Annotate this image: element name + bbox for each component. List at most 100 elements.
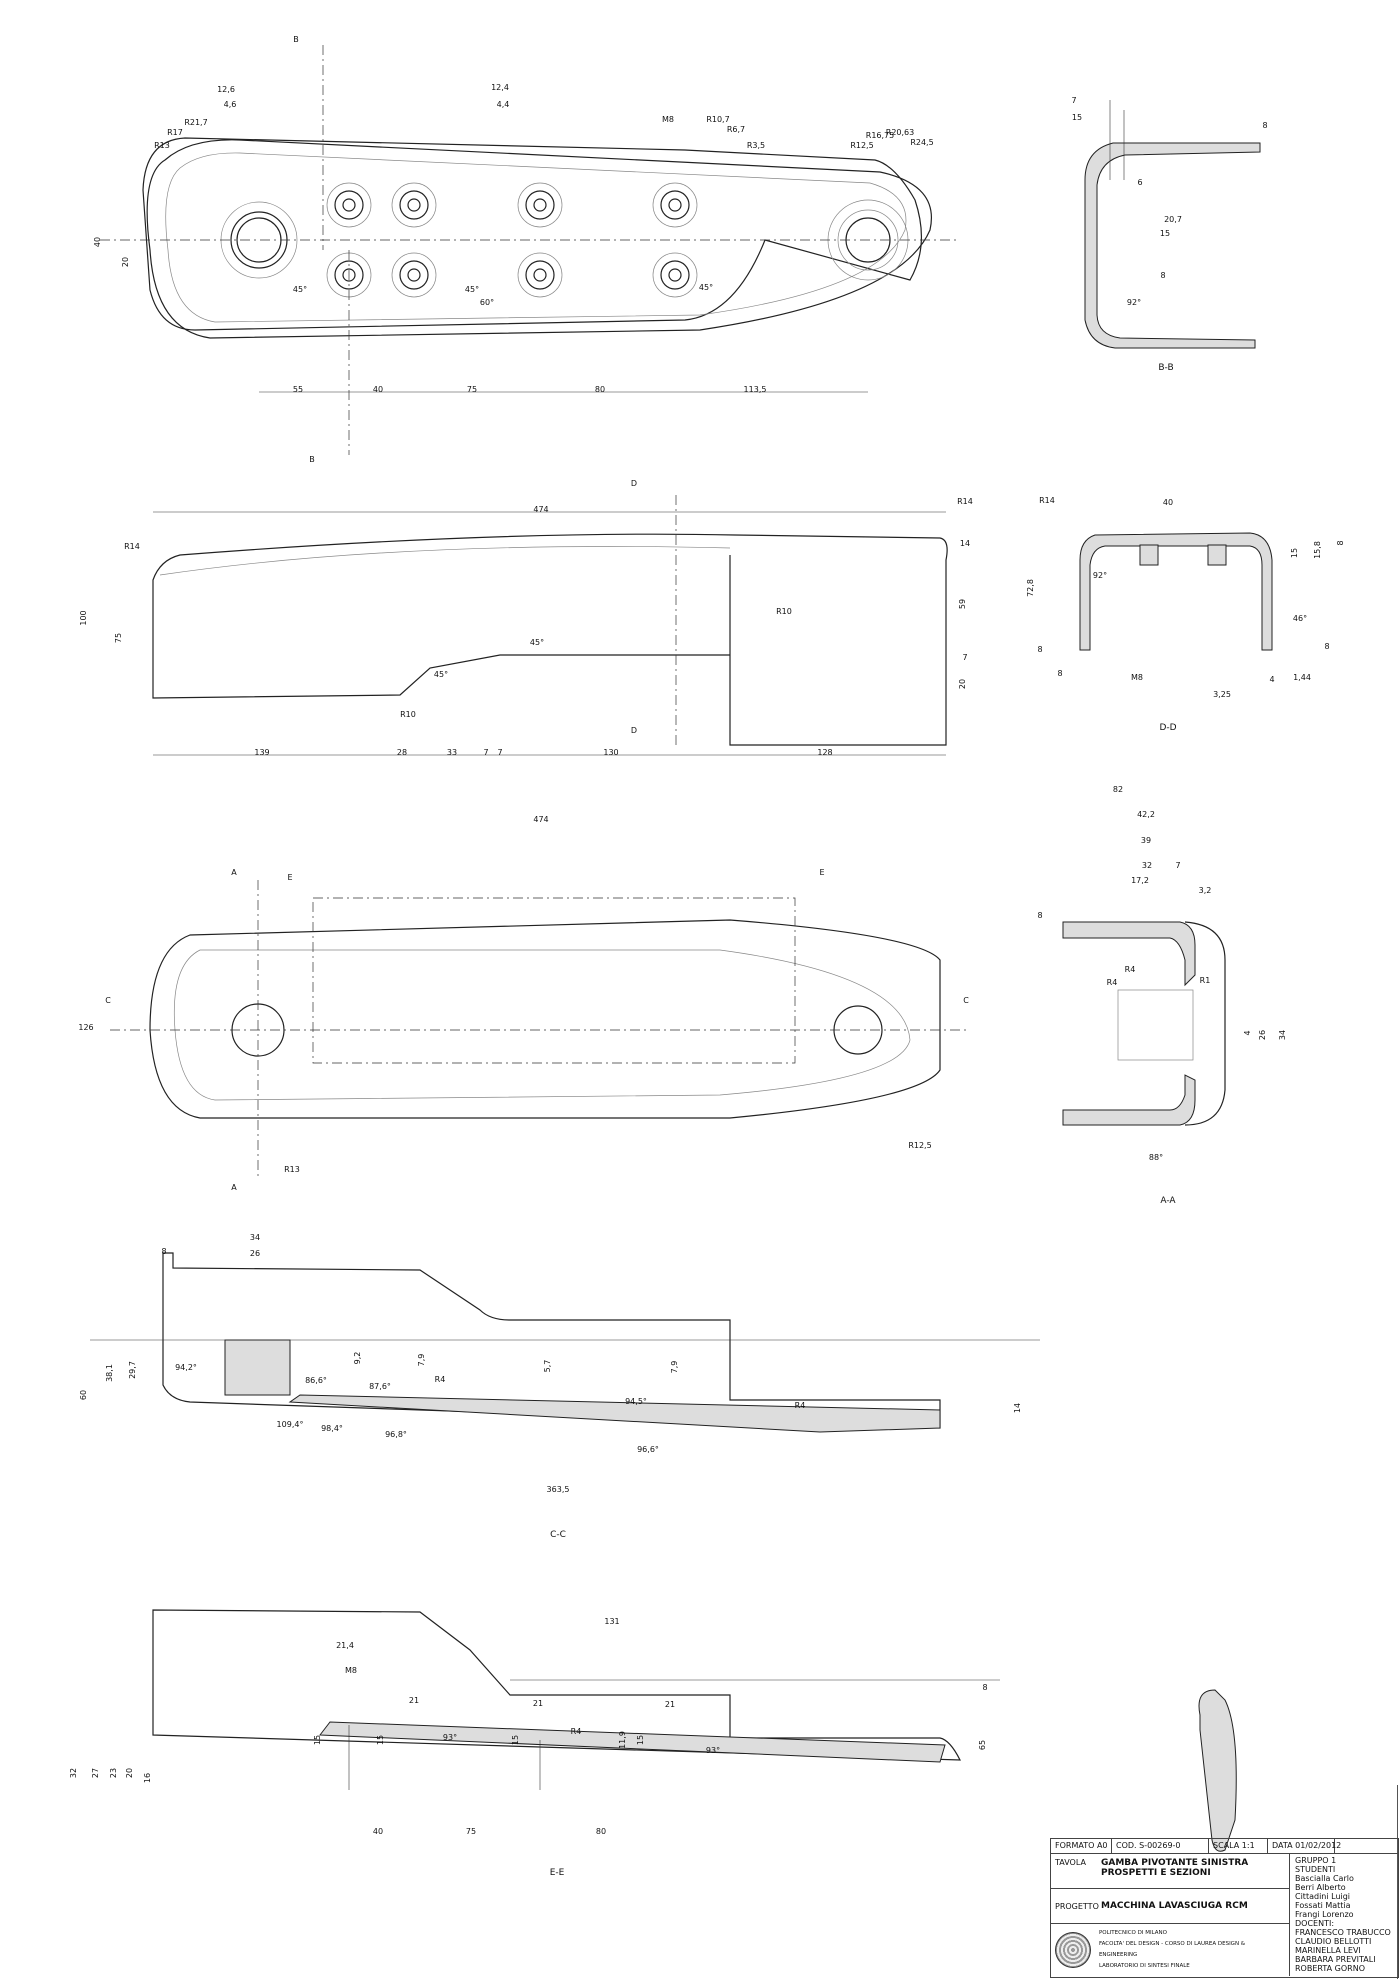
top-dimension-label: 45° [699,283,713,292]
top-dimension-label: 40 [373,385,383,394]
side-dimension-label: R10 [776,607,792,616]
dd-dimension-label: 8 [1057,669,1062,678]
cc-dimension-label: 9,2 [353,1352,362,1365]
boss-circle [407,198,421,212]
ee-dimension-label: 16 [143,1773,152,1783]
teachers-label: DOCENTI: [1295,1919,1335,1928]
cc-dimension-label: 29,7 [128,1361,137,1379]
top-dimension-label: 45° [293,285,307,294]
top-dimension-label: R10,7 [706,115,729,124]
top-dimension-label: M8 [662,115,674,124]
bb-dimension-label: 15 [1160,229,1170,238]
side-dimension-label: 45° [530,638,544,647]
top-dimension-label: 45° [465,285,479,294]
dd-dimension-label: 3,25 [1213,690,1231,699]
top-dimension-label: 80 [595,385,605,394]
top-dimension-label: 12,6 [217,85,235,94]
top-dimension-label: 113,5 [744,385,767,394]
boss-circle [660,260,690,290]
section-a-a [1062,921,1226,1126]
side-dimension-label: 139 [254,748,269,757]
top-dimension-label: 4,4 [497,100,510,109]
top-dimension-label: R20,63 [886,128,914,137]
group: GRUPPO 1 [1295,1856,1337,1865]
side-dimension-label: 59 [958,599,967,609]
top-dimension-label: R3,5 [747,141,765,150]
institute-line: POLITECNICO DI MILANO [1098,1930,1167,1936]
aa-dimension-label: 26 [1258,1030,1267,1040]
progetto-label: PROGETTO [1055,1901,1099,1911]
top-dimension-label: 40 [93,237,102,247]
side-dimension-label: 100 [79,610,88,625]
side-dimension-label: D [631,726,637,735]
boss-circle [525,190,555,220]
format: FORMATO A0 [1051,1839,1112,1853]
sheet-border [1397,1785,1398,1979]
boss-circle [326,182,372,228]
dd-dimension-label: 15,8 [1313,541,1322,559]
boss-circle [391,182,437,228]
side-dimension-label: 7 [962,653,967,662]
student: Frangi Lorenzo [1295,1910,1354,1919]
title-block: FORMATO A0 COD. S-00269-0 SCALA 1:1 DATA… [1050,1838,1399,1978]
top-dimension-label: B [309,455,315,464]
cc-dimension-label: 7,9 [670,1361,679,1374]
bb-dimension-label: 8 [1160,271,1165,280]
cc-dimension-label: 38,1 [105,1364,114,1382]
aa-dimension-label: 82 [1113,785,1123,794]
top-dimension-label: R24,5 [910,138,933,147]
cc-dimension-label: 109,4° [277,1420,304,1429]
boss-circle [517,182,563,228]
cc-dimension-label: 5,7 [543,1360,552,1373]
side-dimension-label: 45° [434,670,448,679]
cc-dimension-label: 60 [79,1390,88,1400]
dd-dimension-label: 8 [1037,645,1042,654]
cc-dimension-label: R4 [435,1375,446,1384]
cc-dimension-label: 14 [1013,1403,1022,1413]
dd-dimension-label: M8 [1131,673,1143,682]
boss-circle [407,268,421,282]
side-dimension-label: 28 [397,748,407,757]
ee-dimension-label: 65 [978,1740,987,1750]
bb-dimension-label: 6 [1137,178,1142,187]
bottom-dimension-label: A [231,1183,237,1192]
ee-dimension-label: 21 [533,1699,543,1708]
dd-dimension-label: 15 [1290,548,1299,558]
top-dimension-label: R16,75 [866,131,894,140]
ee-dimension-label: 75 [466,1827,476,1836]
ee-dimension-label: 27 [91,1768,100,1778]
cc-dimension-label: 8 [161,1247,166,1256]
top-dimension-label: R6,7 [727,125,745,134]
side-dimension-label: 7 [497,748,502,757]
aa-dimension-label: 39 [1141,836,1151,845]
cc-dimension-label: 7,9 [417,1354,426,1367]
cc-dimension-label: 363,5 [547,1485,570,1494]
section-title-bb: B-B [1158,363,1173,373]
ee-dimension-label: 23 [109,1768,118,1778]
bottom-dimension-label: E [819,868,824,877]
boss-circle [391,252,437,298]
tavola-title-1: GAMBA PIVOTANTE SINISTRA [1101,1858,1249,1868]
side-dimension-label: 7 [483,748,488,757]
section-e-e [152,1609,1000,1790]
aa-dimension-label: 42,2 [1137,810,1155,819]
bottom-dimension-label: A [231,868,237,877]
ee-dimension-label: 131 [604,1617,619,1626]
bottom-dimension-label: 126 [78,1023,93,1032]
side-dimension-label: 130 [603,748,618,757]
section-title-dd: D-D [1159,723,1176,733]
university-seal [1055,1932,1091,1968]
side-dimension-label: 75 [114,633,123,643]
side-dimension-label: 474 [533,505,548,514]
aa-dimension-label: 8 [1037,911,1042,920]
dd-dimension-label: 40 [1163,498,1173,507]
boss-circle [334,260,364,290]
teacher: ROBERTA GORNO [1295,1964,1365,1973]
side-dimension-label: R10 [400,710,416,719]
ee-dimension-label: 93° [706,1746,720,1755]
bb-dimension-label: 8 [1262,121,1267,130]
bb-dimension-label: 92° [1127,298,1141,307]
dd-dimension-label: R14 [1039,496,1055,505]
ee-dimension-label: M8 [345,1666,357,1675]
ee-dimension-label: R4 [571,1727,582,1736]
